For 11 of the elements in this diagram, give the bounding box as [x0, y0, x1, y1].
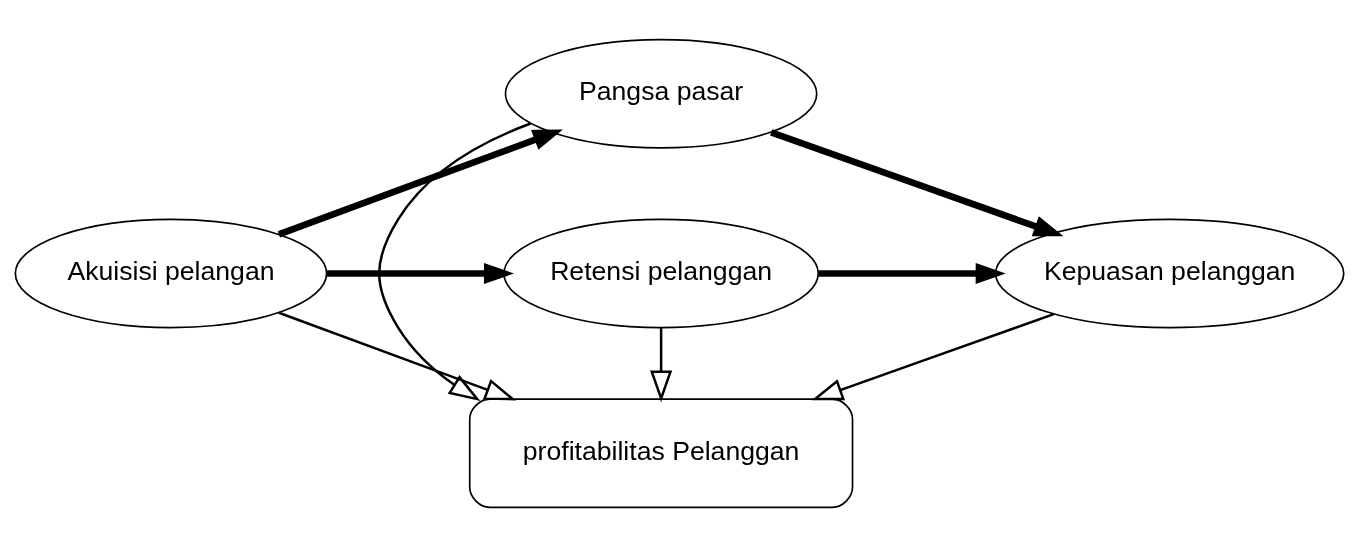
node-ellipse: Akuisisi pelangan — [14, 218, 328, 329]
arrow — [770, 129, 1064, 237]
node-ellipse: Retensi pelanggan — [503, 218, 820, 329]
arrow — [326, 262, 514, 285]
arrow — [378, 122, 532, 402]
arrow — [277, 129, 563, 238]
arrow — [818, 262, 1006, 285]
arrow — [650, 327, 673, 403]
node-box: profitabilitas Pelanggan — [468, 398, 854, 509]
arrow — [278, 311, 517, 401]
arrow — [811, 312, 1055, 401]
